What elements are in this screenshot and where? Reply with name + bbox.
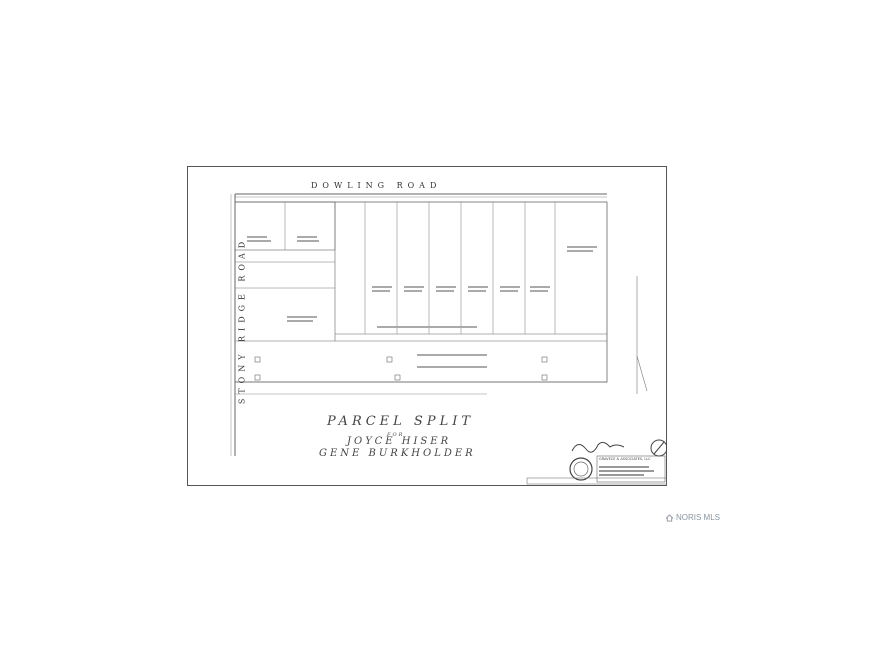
road-label-dowling: DOWLING ROAD (311, 181, 442, 190)
survey-linework (187, 166, 667, 486)
road-label-stony-ridge: STONY RIDGE ROAD (237, 236, 247, 405)
house-icon (665, 513, 674, 522)
watermark-text: NORIS MLS (676, 513, 721, 522)
for-label: FOR (387, 432, 405, 438)
plat-title: PARCEL SPLIT (327, 414, 475, 429)
watermark: NORIS MLS (665, 513, 720, 522)
owner-name-1: JOYCE HISER (347, 436, 452, 447)
surveyor-firm: GRAVECE & ASSOCIATES, LLC (599, 457, 651, 461)
plat-drawing: DOWLING ROAD STONY RIDGE ROAD PARCEL SPL… (187, 166, 667, 486)
owner-name-2: GENE BURKHOLDER (319, 448, 476, 459)
